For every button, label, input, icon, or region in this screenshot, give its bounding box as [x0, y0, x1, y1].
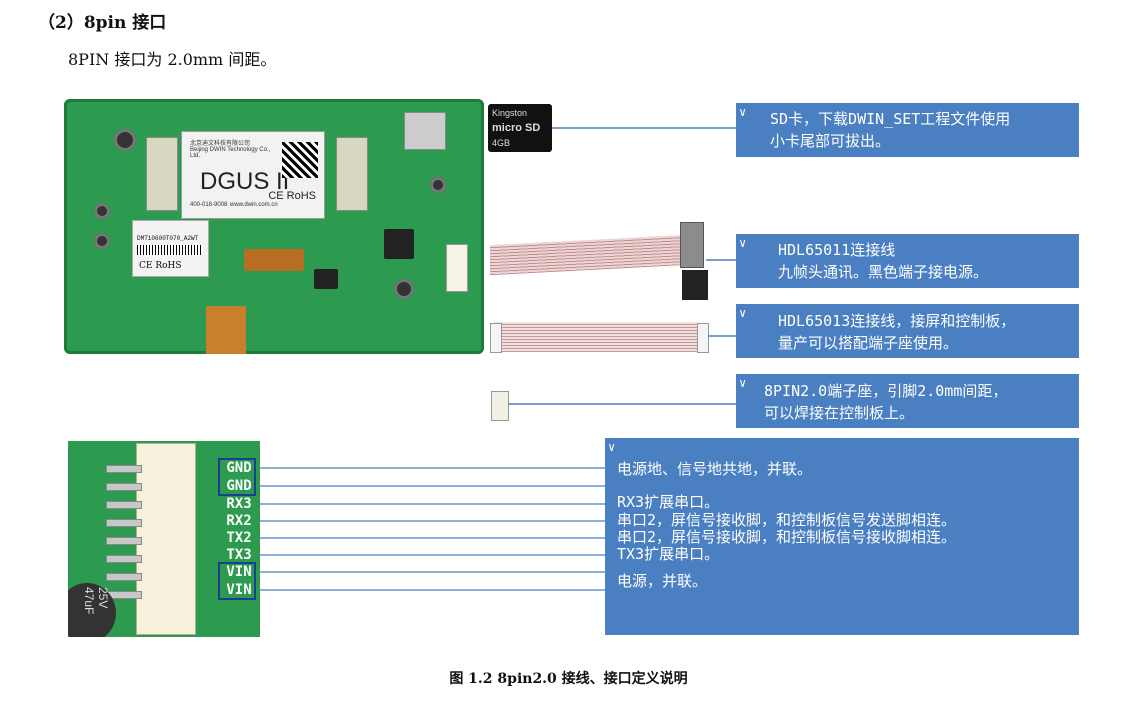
dgus-logo: DGUS II [200, 168, 290, 195]
pin-note-rx3: RX3扩展串口。 [617, 493, 720, 511]
marker-icon: ∨ [739, 376, 747, 390]
note-line: HDL65011连接线 [778, 241, 896, 259]
note-line: SD卡，下载DWIN_SET工程文件使用 [770, 110, 1011, 128]
hdl65013-cable-photo [494, 322, 699, 352]
pin-note-vin: 电源，并联。 [617, 572, 708, 590]
pin-label-tx2: TX2 [226, 530, 252, 546]
sd-card-slot [404, 112, 446, 150]
vin-pin-group-box [218, 562, 256, 600]
8pin-socket-photo [491, 391, 509, 421]
sd-size: 4GB [492, 138, 511, 148]
db9-connector [680, 222, 704, 268]
pin-label-vin-2: VIN [226, 582, 252, 598]
qr-code-icon [282, 142, 318, 178]
note-hdl65011: ∨ HDL65011连接线 九帧头通讯。黑色端子接电源。 [736, 234, 1079, 288]
pin-label-gnd-1: GND [226, 460, 252, 476]
pin-label-rx2: RX2 [226, 513, 252, 529]
sd-brand: Kingston [492, 108, 528, 118]
gnd-pin-group-box [218, 458, 256, 496]
company-en: Beijing DWIN Technology Co., Ltd. [190, 147, 271, 159]
note-line: 九帧头通讯。黑色端子接电源。 [778, 263, 989, 281]
model-sticker: DMT10600T070_A2WT CE RoHS [132, 220, 209, 277]
marker-icon: ∨ [739, 105, 747, 119]
connector-pin [106, 519, 142, 527]
connector-pin [106, 501, 142, 509]
cert-marks: CE RoHS [268, 190, 316, 202]
note-8pin-socket: ∨ 8PIN2.0端子座，引脚2.0mm间距， 可以焊接在控制板上。 [736, 374, 1079, 428]
pin-definition-panel: ∨ 电源地、信号地共地，并联。 RX3扩展串口。 串口2，屏信号接收脚，和控制板… [605, 438, 1079, 635]
sticker-cert: CE RoHS [139, 261, 182, 271]
board-capacitor [430, 177, 446, 193]
connector-pin [106, 573, 142, 581]
connector-housing [136, 443, 196, 635]
connector-pin [106, 537, 142, 545]
pin-note-gnd: 电源地、信号地共地，并联。 [617, 460, 813, 478]
cable-end-left [490, 323, 502, 353]
board-label: 北京迪文科技有限公司 Beijing DWIN Technology Co., … [181, 131, 325, 219]
note-line: 可以焊接在控制板上。 [764, 404, 915, 422]
connector-pin [106, 555, 142, 563]
fpc-connector-left [146, 137, 178, 211]
sd-label: micro SD [492, 122, 541, 134]
pin-label-gnd-2: GND [226, 478, 252, 494]
electrolytic-capacitor: 25V 47uF [68, 583, 116, 637]
pin-label-vin-1: VIN [226, 564, 252, 580]
marker-icon: ∨ [739, 236, 747, 250]
company-cn: 北京迪文科技有限公司 [190, 141, 251, 147]
section-subtitle: 8PIN 接口为 2.0mm 间距。 [68, 50, 277, 69]
connector-pin [106, 483, 142, 491]
board-capacitor [94, 233, 110, 249]
marker-icon: ∨ [739, 306, 747, 320]
board-phone: 400-018-9008 [190, 202, 228, 208]
section-heading: （2）8pin 接口 [38, 13, 167, 33]
pin-note-tx3: TX3扩展串口。 [617, 545, 720, 563]
note-sd-card: ∨ SD卡，下载DWIN_SET工程文件使用 小卡尾部可拔出。 [736, 103, 1079, 157]
sd-card-photo: Kingston micro SD 4GB [488, 104, 552, 152]
note-line: HDL65013连接线，接屏和控制板， [778, 312, 1016, 330]
ribbon-flex [244, 249, 304, 271]
pin-note-tx2: 串口2，屏信号接收脚，和控制板信号接收脚相连。 [617, 528, 957, 546]
power-terminal [682, 270, 708, 300]
pin-label-tx3: TX3 [226, 547, 252, 563]
board-8pin-connector [446, 244, 468, 292]
pin-label-rx3: RX3 [226, 496, 252, 512]
note-line: 量产可以搭配端子座使用。 [778, 334, 959, 352]
connector-pin [106, 465, 142, 473]
note-line: 小卡尾部可拔出。 [770, 132, 891, 150]
fpc-connector-right [336, 137, 368, 211]
note-hdl65013: ∨ HDL65013连接线，接屏和控制板， 量产可以搭配端子座使用。 [736, 304, 1079, 358]
board-capacitor [114, 129, 136, 151]
board-capacitor [394, 279, 414, 299]
figure-caption: 图 1.2 8pin2.0 接线、接口定义说明 [449, 671, 688, 687]
model-number: DMT10600T070_A2WT [137, 235, 199, 242]
cable-end-right [697, 323, 709, 353]
note-line: 8PIN2.0端子座，引脚2.0mm间距， [764, 382, 1008, 400]
capacitor-label: 25V 47uF [82, 587, 110, 615]
board-chip [314, 269, 338, 289]
connector-closeup-photo: 25V 47uF [68, 441, 260, 637]
marker-icon: ∨ [608, 440, 616, 454]
barcode-icon [137, 245, 203, 255]
board-chip [384, 229, 414, 259]
flex-cable-tail [206, 306, 246, 354]
board-website: www.dwin.com.cn [230, 202, 278, 208]
pin-note-rx2: 串口2，屏信号接收脚，和控制板信号发送脚相连。 [617, 511, 957, 529]
board-capacitor [94, 203, 110, 219]
